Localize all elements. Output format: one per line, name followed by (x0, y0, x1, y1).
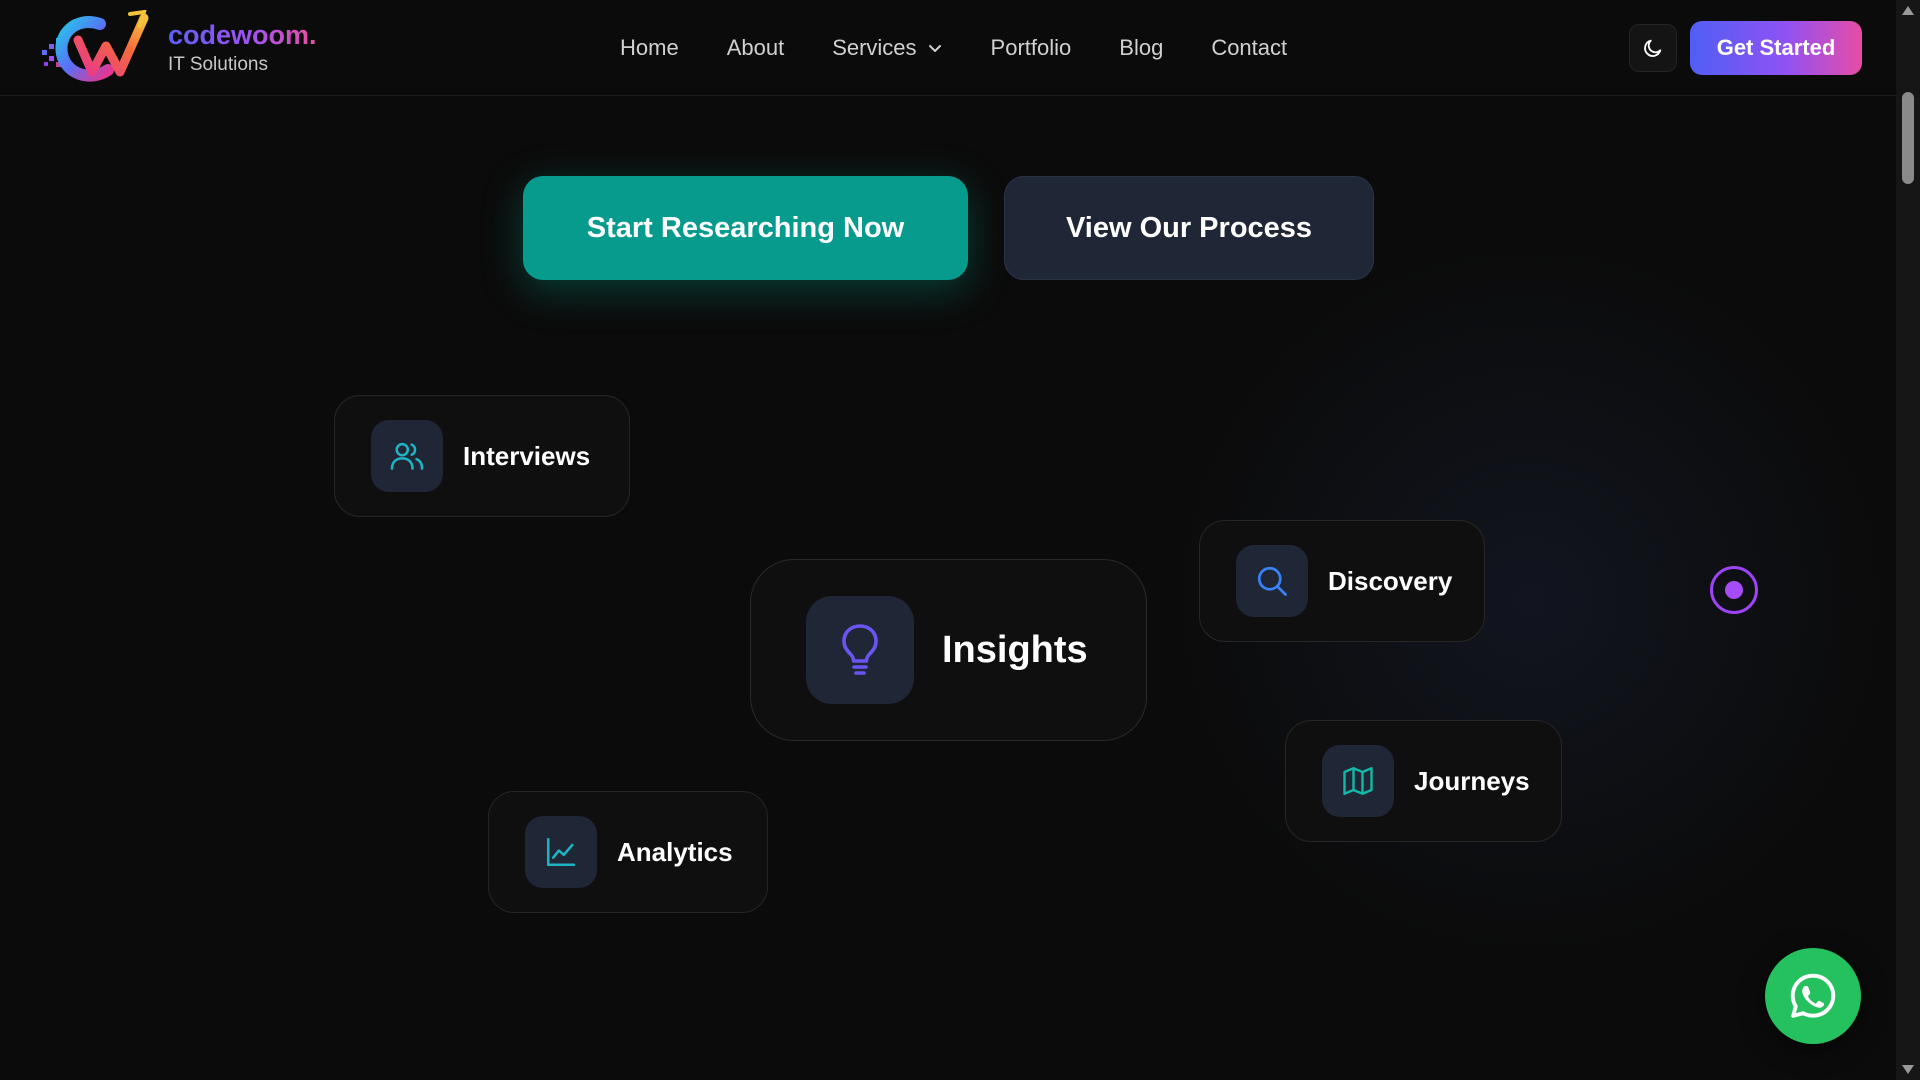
card-interviews: Interviews (334, 395, 630, 517)
card-journeys: Journeys (1285, 720, 1562, 842)
whatsapp-icon (1790, 973, 1836, 1018)
card-label: Interviews (463, 440, 591, 471)
nav-home[interactable]: Home (620, 35, 679, 61)
view-process-button[interactable]: View Our Process (1004, 176, 1374, 280)
page-scrollbar[interactable] (1896, 0, 1920, 1080)
scroll-thumb[interactable] (1902, 92, 1914, 184)
nav-home-label: Home (620, 35, 679, 60)
lightbulb-icon (842, 624, 878, 675)
card-icon-box (525, 816, 597, 888)
codewoom-logo-icon[interactable] (40, 9, 152, 86)
nav-services[interactable]: Services (832, 35, 942, 61)
theme-toggle-button[interactable] (1629, 24, 1677, 72)
card-icon-box (806, 596, 914, 704)
navbar: codewoom. IT Solutions Home About Servic… (0, 0, 1896, 96)
card-label: Discovery (1328, 565, 1453, 596)
scroll-down-arrow-icon[interactable] (1902, 1065, 1914, 1074)
users-icon (390, 442, 424, 470)
card-icon-box (1322, 745, 1394, 817)
nav-about-label: About (726, 35, 785, 60)
brand-tagline: IT Solutions (168, 54, 268, 75)
start-researching-button[interactable]: Start Researching Now (523, 176, 968, 280)
card-icon-box (371, 420, 443, 492)
nav-services-label: Services (832, 35, 917, 60)
nav-about[interactable]: About (727, 35, 785, 61)
brand-name[interactable]: codewoom. (168, 20, 317, 50)
chevron-down-icon (928, 45, 941, 52)
nav-blog[interactable]: Blog (1119, 35, 1163, 61)
nav-blog-label: Blog (1119, 35, 1164, 60)
get-started-button[interactable]: Get Started (1690, 21, 1862, 75)
nav-portfolio-label: Portfolio (990, 35, 1072, 60)
whatsapp-button[interactable] (1765, 948, 1861, 1044)
card-label: Analytics (617, 836, 733, 867)
card-analytics: Analytics (488, 791, 768, 913)
radio-dot-icon (1710, 566, 1758, 614)
scroll-up-arrow-icon[interactable] (1902, 6, 1914, 15)
card-icon-box (1236, 545, 1308, 617)
chart-line-icon (546, 837, 576, 867)
nav-contact[interactable]: Contact (1211, 35, 1287, 61)
nav-portfolio[interactable]: Portfolio (991, 35, 1072, 61)
moon-icon (1644, 39, 1662, 57)
card-label: Insights (942, 628, 1088, 671)
card-discovery: Discovery (1199, 520, 1485, 642)
map-icon (1343, 767, 1373, 795)
radio-dot-inner (1725, 581, 1743, 599)
nav-contact-label: Contact (1211, 35, 1288, 60)
card-label: Journeys (1414, 765, 1530, 796)
card-insights: Insights (750, 559, 1147, 741)
main-nav: Home About Services Portfolio Blog Conta… (620, 0, 1287, 96)
brand: codewoom. IT Solutions (168, 20, 317, 76)
search-icon (1257, 566, 1287, 596)
